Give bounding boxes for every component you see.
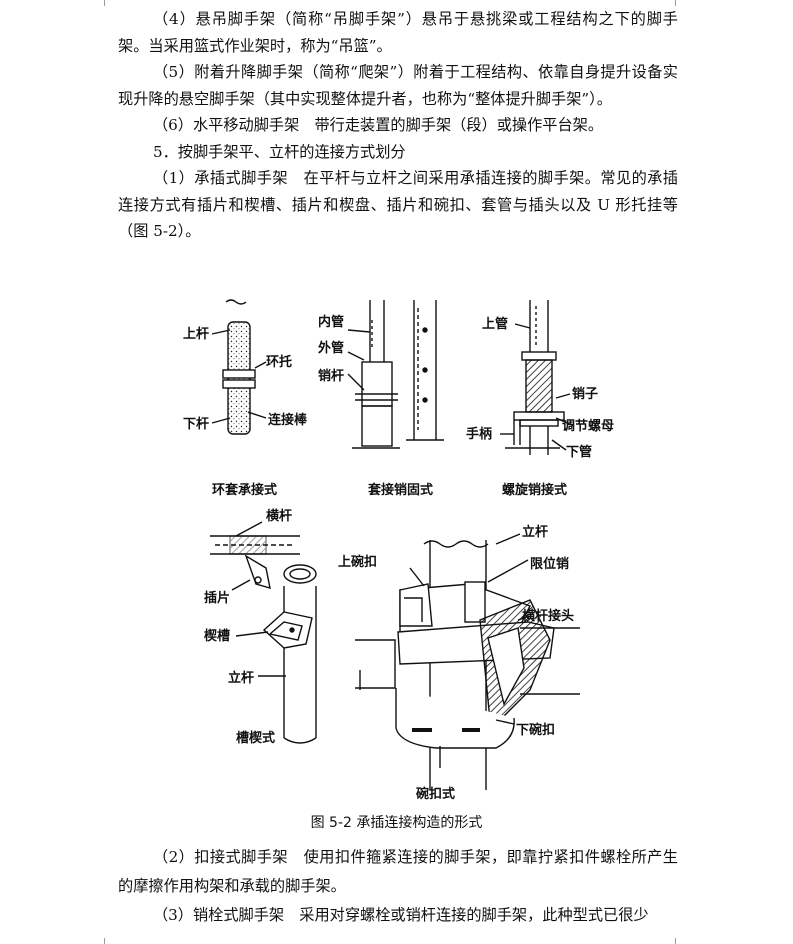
label-horizontal-bar: 横杆 [266, 508, 292, 524]
bowl-buckle-drawing [355, 533, 580, 790]
label-bowl-vertical: 立杆 [522, 524, 548, 540]
label-pin-rod: 销杆 [318, 368, 344, 384]
label-handle: 手柄 [466, 426, 492, 442]
ring-socket-drawing [211, 299, 267, 435]
sleeve-pin-drawing [347, 300, 444, 449]
label-insert: 插片 [204, 590, 230, 606]
subfig-title-ring: 环套承接式 [212, 482, 277, 498]
label-slot: 楔槽 [204, 628, 230, 644]
subfig-title-bowl: 碗扣式 [416, 786, 455, 802]
paragraph: （2）扣接式脚手架 使用扣件箍紧连接的脚手架，即靠拧紧扣件螺栓所产生的摩擦作用构… [118, 848, 678, 895]
crop-mark [104, 938, 105, 944]
subfig-title-screw: 螺旋销接式 [502, 482, 567, 498]
label-rod: 连接棒 [268, 412, 308, 428]
paragraph: （3）销栓式脚手架 采用对穿螺栓或销杆连接的脚手架，此种型式已很少 [152, 906, 649, 924]
paragraph: （5）附着升降脚手架（简称“爬架”）附着于工程结构、依靠自身提升设备实现升降的悬… [118, 63, 678, 108]
body-text-bottom: （2）扣接式脚手架 使用扣件箍紧连接的脚手架，即靠拧紧扣件螺栓所产生的摩擦作用构… [118, 843, 678, 930]
figure-5-2: 上杆 环托 下杆 连接棒 环套承接式 内管 外管 销杆 套接销固式 上管 销子 … [0, 290, 793, 820]
label-upper-pipe: 上管 [482, 316, 508, 332]
label-bottom-bar: 下杆 [183, 416, 209, 432]
label-vertical-bar: 立杆 [228, 670, 254, 686]
paragraph: （1）承插式脚手架 在平杆与立杆之间采用承插连接的脚手架。常见的承插连接方式有插… [118, 169, 678, 240]
label-lower-pipe: 下管 [566, 444, 592, 460]
label-inner-pipe: 内管 [318, 314, 344, 330]
label-joint: 横杆接头 [522, 608, 574, 624]
screw-pin-drawing [500, 300, 575, 455]
label-nut: 调节螺母 [562, 418, 614, 434]
body-text-top: （4）悬吊脚手架（简称“吊脚手架”）悬吊于悬挑梁或工程结构之下的脚手架。当采用篮… [118, 6, 678, 245]
label-upper-bowl: 上碗扣 [338, 554, 377, 570]
paragraph: （4）悬吊脚手架（简称“吊脚手架”）悬吊于悬挑梁或工程结构之下的脚手架。当采用篮… [118, 10, 678, 55]
crop-mark [675, 0, 676, 6]
label-lower-bowl: 下碗扣 [516, 722, 555, 738]
connection-diagram: 上杆 环托 下杆 连接棒 环套承接式 内管 外管 销杆 套接销固式 上管 销子 … [183, 299, 614, 802]
subfig-title-wedge: 槽楔式 [236, 730, 275, 746]
crop-mark [675, 938, 676, 944]
paragraph: （6）水平移动脚手架 带行走装置的脚手架（段）或操作平台架。 [152, 116, 604, 134]
label-outer-pipe: 外管 [317, 340, 344, 356]
figure-labels: 上杆 环托 下杆 连接棒 环套承接式 内管 外管 销杆 套接销固式 上管 销子 … [183, 314, 614, 802]
label-limit-pin: 限位销 [530, 556, 569, 572]
label-ring-support: 环托 [266, 354, 292, 370]
subfig-title-sleeve: 套接销固式 [367, 482, 433, 498]
figure-caption: 图 5-2 承插连接构造的形式 [310, 815, 483, 831]
label-pin: 销子 [572, 386, 598, 402]
label-top-bar: 上杆 [183, 326, 209, 342]
section-heading: 5．按脚手架平、立杆的连接方式划分 [152, 142, 406, 161]
wedge-slot-drawing [210, 521, 317, 744]
crop-mark [104, 0, 105, 6]
